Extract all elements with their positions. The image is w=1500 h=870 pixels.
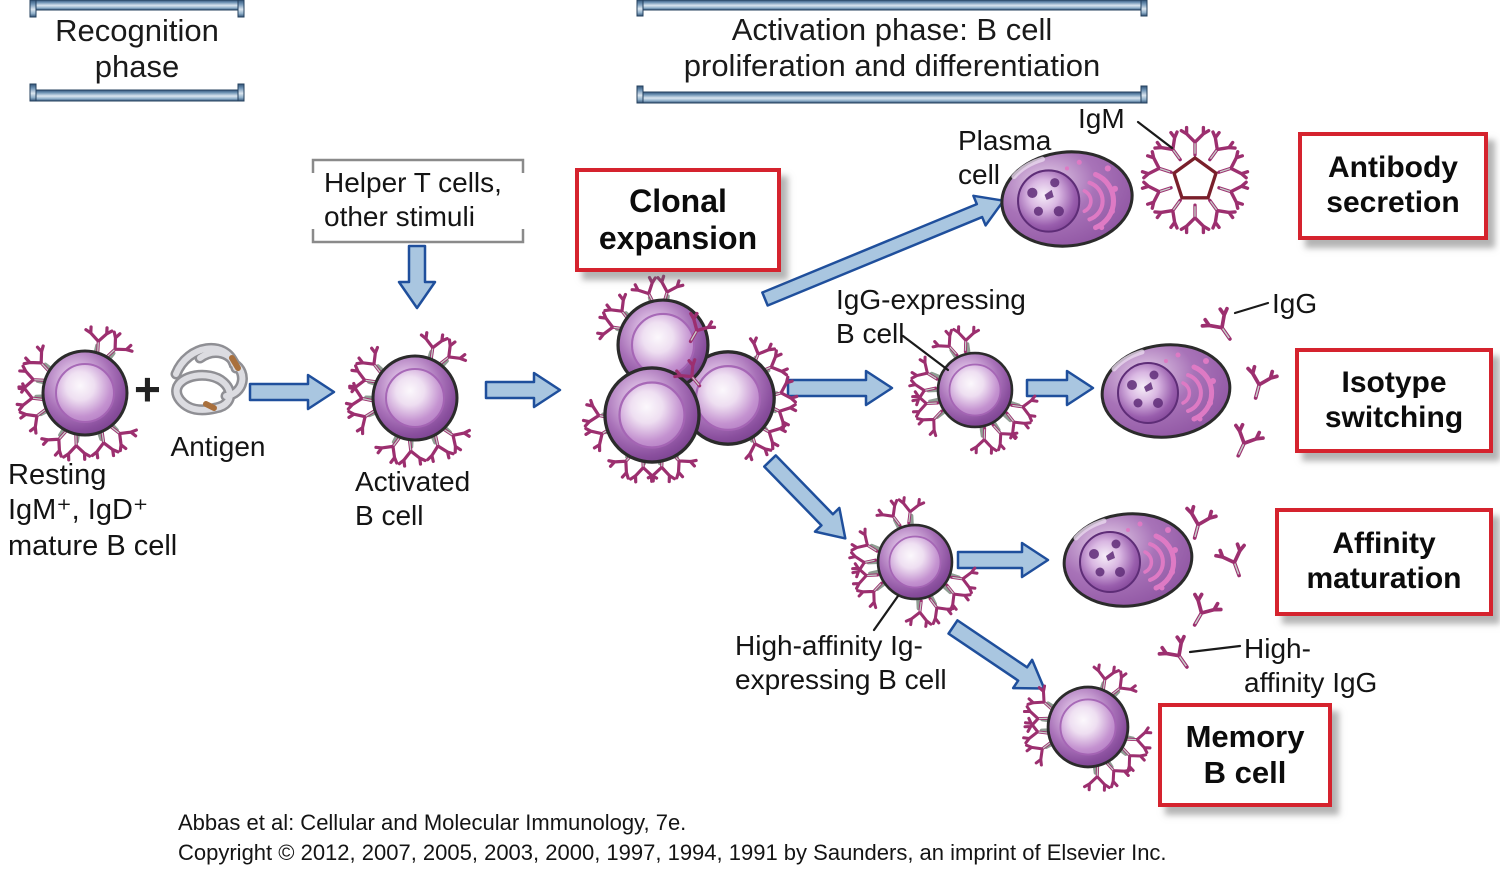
resting-b-cell-label: Resting IgM⁺, IgD⁺ mature B cell bbox=[8, 459, 178, 562]
plus-sign: + bbox=[134, 363, 161, 415]
isotype-switching-box: Isotype switching bbox=[1295, 348, 1493, 453]
recognition-phase-bars bbox=[29, 0, 245, 102]
igg-pointer-line bbox=[1233, 301, 1270, 315]
recognition-phase-header: Recognition phase bbox=[55, 13, 219, 84]
arrow-resting-to-activated bbox=[248, 373, 336, 411]
helper-t-cells-label: Helper T cells, other stimuli bbox=[324, 167, 502, 233]
activated-b-cell-label: Activated B cell bbox=[355, 466, 471, 532]
plasma-cell-3-graphic bbox=[1060, 503, 1255, 678]
memory-b-cell-box: Memory B cell bbox=[1158, 703, 1332, 807]
arrow-highaff-to-memory bbox=[947, 619, 1046, 690]
antigen-graphic bbox=[170, 343, 248, 416]
credit-line-2: Copyright © 2012, 2007, 2005, 2003, 2000… bbox=[178, 840, 1167, 865]
high-affinity-igg-label: High- affinity IgG bbox=[1244, 633, 1378, 699]
activation-phase-header: Activation phase: B cell proliferation a… bbox=[683, 12, 1101, 83]
antigen-label: Antigen bbox=[170, 431, 266, 462]
activation-phase-bars bbox=[636, 0, 1148, 104]
high-affinity-b-cell-label: High-affinity Ig- expressing B cell bbox=[735, 630, 947, 696]
igm-pointer-line bbox=[1136, 120, 1174, 150]
flow-arrows bbox=[248, 194, 1095, 690]
igg-expressing-b-cell-label: IgG-expressing B cell bbox=[836, 284, 1026, 350]
activated-b-cell-graphic bbox=[341, 324, 478, 473]
igm-label: IgM bbox=[1078, 103, 1125, 134]
helper-t-cells-bracket bbox=[311, 158, 525, 244]
arrow-cluster-to-igg-cell bbox=[786, 369, 894, 407]
igg-label: IgG bbox=[1272, 288, 1318, 319]
arrow-cluster-to-highaff-cell bbox=[763, 454, 847, 540]
affinity-maturation-box: Affinity maturation bbox=[1275, 508, 1493, 616]
arrow-helper-stimuli-down bbox=[397, 244, 437, 310]
resting-b-cell-graphic bbox=[10, 318, 144, 468]
plasma-cell-2-graphic bbox=[1098, 304, 1280, 464]
arrow-highaff-to-plasma bbox=[956, 541, 1050, 579]
antibody-secretion-box: Antibody secretion bbox=[1298, 132, 1488, 240]
igg-cell-pointer-line bbox=[901, 334, 950, 372]
plasma-cell-label: Plasma cell bbox=[958, 125, 1052, 191]
credit-line-1: Abbas et al: Cellular and Molecular Immu… bbox=[178, 810, 687, 835]
pointer-lines bbox=[872, 120, 1270, 654]
highaff-igg-pointer-line bbox=[1188, 644, 1242, 654]
igm-pentamer-graphic bbox=[1139, 125, 1251, 235]
arrow-activated-to-cluster bbox=[484, 371, 562, 409]
clonal-expansion-box: Clonal expansion bbox=[575, 168, 781, 272]
highaff-cell-pointer-line bbox=[872, 594, 900, 632]
arrow-cluster-to-plasma bbox=[761, 194, 1005, 307]
